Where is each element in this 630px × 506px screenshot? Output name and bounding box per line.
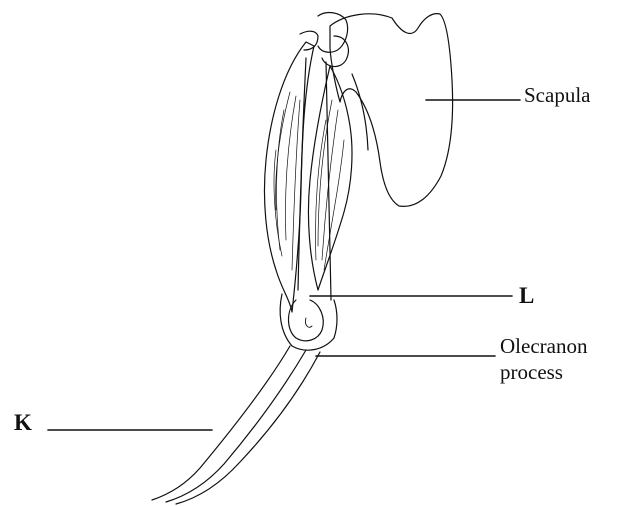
scapula-bone — [330, 14, 453, 207]
triceps-muscle — [308, 66, 352, 290]
label-olecranon-line1: Olecranon — [500, 334, 587, 360]
label-olecranon-process: Olecranon process — [500, 334, 587, 385]
forearm-bone-lower — [176, 352, 320, 504]
forearm-bone-upper — [152, 346, 290, 500]
label-l: L — [519, 283, 534, 309]
biceps-muscle — [264, 42, 314, 312]
label-k: K — [14, 410, 32, 436]
forearm-bone-inner — [166, 350, 306, 502]
label-olecranon-line2: process — [500, 360, 587, 386]
label-scapula: Scapula — [524, 83, 590, 107]
humerus-shaft — [298, 58, 331, 300]
scapula-inner-edge — [352, 74, 368, 150]
